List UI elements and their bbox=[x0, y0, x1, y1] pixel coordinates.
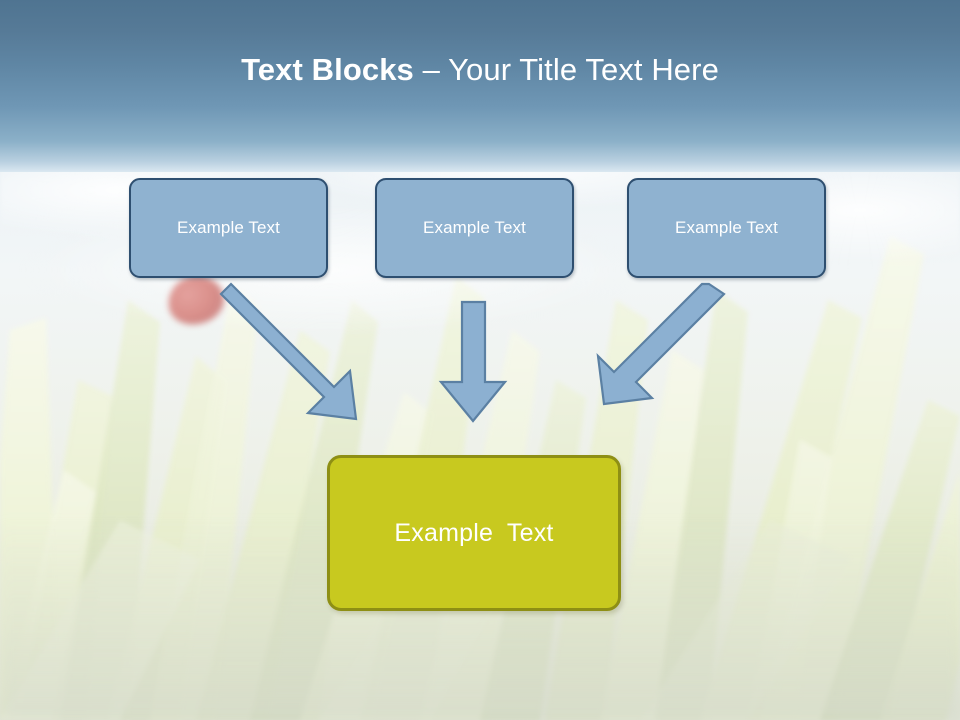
page-title-dash: – bbox=[422, 52, 449, 87]
text-block-3[interactable]: Example Text bbox=[627, 178, 826, 278]
text-block-1-label: Example Text bbox=[177, 218, 280, 237]
text-block-2[interactable]: Example Text bbox=[375, 178, 574, 278]
page-title-bold: Text Blocks bbox=[241, 52, 423, 87]
text-block-3-label: Example Text bbox=[675, 218, 778, 237]
text-block-2-label: Example Text bbox=[423, 218, 526, 237]
page-title: Text Blocks – Your Title Text Here bbox=[0, 52, 960, 88]
result-block-label: Example Text bbox=[394, 518, 554, 547]
result-block[interactable]: Example Text bbox=[327, 455, 621, 611]
page-title-rest: Your Title Text Here bbox=[448, 52, 719, 87]
sky-gradient-band bbox=[0, 0, 960, 172]
text-block-1[interactable]: Example Text bbox=[129, 178, 328, 278]
